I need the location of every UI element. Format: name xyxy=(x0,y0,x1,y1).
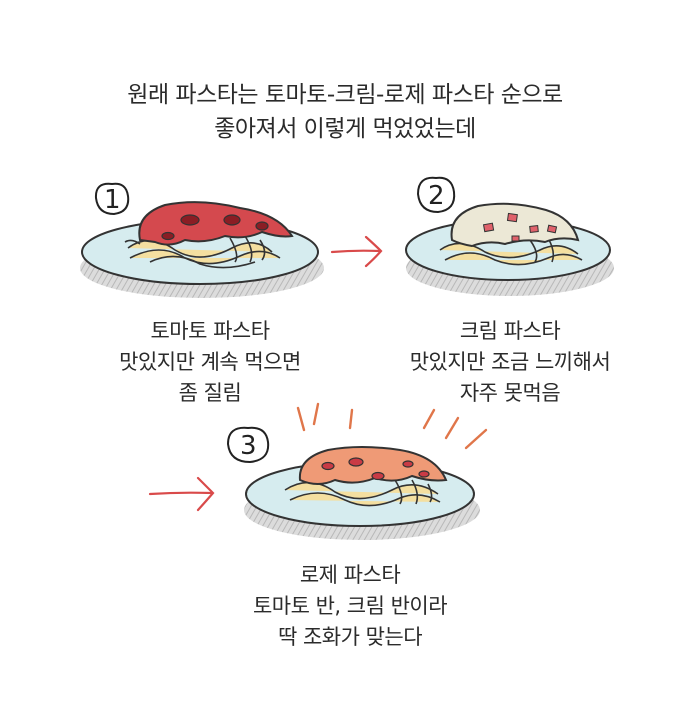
caption-line: 좀 질림 xyxy=(178,381,242,405)
sparkle-lines xyxy=(296,402,488,450)
caption-line: 자주 못먹음 xyxy=(459,381,561,405)
step-badge-1: 1 xyxy=(94,182,130,216)
cream-pasta-dish xyxy=(405,202,614,296)
arrow-right-icon xyxy=(330,235,383,268)
caption-line: 맛있지만 조금 느끼해서 xyxy=(409,350,611,374)
step-number-1: 1 xyxy=(104,185,121,215)
tomato-sauce xyxy=(138,201,294,246)
caption-line: 딱 조화가 맞는다 xyxy=(277,625,423,649)
step-badge-2: 2 xyxy=(416,176,456,214)
step-number-2: 2 xyxy=(428,181,445,211)
caption-cream: 크림 파스타 맛있지만 조금 느끼해서 자주 못먹음 xyxy=(370,316,650,409)
caption-line: 로제 파스타 xyxy=(299,563,401,587)
caption-line: 크림 파스타 xyxy=(459,319,561,343)
tomato-pasta-dish xyxy=(80,201,324,298)
sauce-chunks xyxy=(161,214,269,241)
caption-rose: 로제 파스타 토마토 반, 크림 반이라 딱 조화가 맞는다 xyxy=(200,560,500,653)
rose-sauce xyxy=(298,446,448,485)
caption-tomato: 토마토 파스타 맛있지만 계속 먹으면 좀 질림 xyxy=(70,316,350,409)
caption-line: 토마토 파스타 xyxy=(150,319,270,343)
rose-pasta-dish xyxy=(244,446,480,540)
caption-line: 토마토 반, 크림 반이라 xyxy=(252,594,448,618)
headline: 원래 파스타는 토마토-크림-로제 파스타 순으로 좋아져서 이렇게 먹었었는데 xyxy=(0,78,690,146)
headline-line-1: 원래 파스타는 토마토-크림-로제 파스타 순으로 xyxy=(127,82,563,108)
headline-line-2: 좋아져서 이렇게 먹었었는데 xyxy=(214,116,476,142)
step-number-3: 3 xyxy=(240,431,257,461)
cream-sauce xyxy=(450,202,580,248)
sauce-chunks xyxy=(321,457,430,481)
caption-line: 맛있지만 계속 먹으면 xyxy=(119,350,301,374)
step-badge-3: 3 xyxy=(226,426,270,464)
arrow-right-icon xyxy=(148,476,215,512)
bacon-bits xyxy=(482,212,558,242)
